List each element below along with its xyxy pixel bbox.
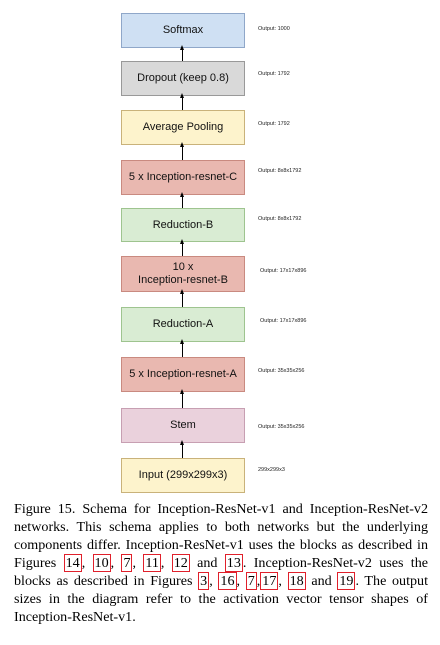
- arrow-reductiona-to-incresb: [180, 289, 184, 307]
- arrow-incresc-to-avgpool: [180, 142, 184, 160]
- average-pooling-label: Average Pooling: [142, 121, 224, 133]
- figure-ref-link[interactable]: 7: [245, 572, 257, 590]
- figure-ref-link[interactable]: 10: [92, 554, 111, 572]
- network-schema-diagram: Softmax Output: 1000 Dropout (keep 0.8) …: [121, 13, 307, 493]
- figure-ref-link[interactable]: 3: [198, 572, 210, 590]
- figure-ref-link[interactable]: 11: [143, 554, 161, 572]
- caption-suffix: The output sizes in the diagram refer to…: [14, 573, 429, 625]
- softmax-block: Softmax: [121, 13, 245, 48]
- reduction-a-output-label: Output: 17x17x896: [260, 318, 307, 324]
- stem-output-label: Output: 35x35x256: [258, 424, 305, 430]
- caption-mid: Inception-ResNet-v2 uses the blocks as d…: [14, 555, 428, 589]
- dropout-block: Dropout (keep 0.8): [121, 61, 245, 96]
- arrow-reductionb-to-incresc: [180, 192, 184, 208]
- dropout-label: Dropout (keep 0.8): [137, 72, 229, 84]
- reduction-b-output-label: Output: 8x8x1792: [258, 216, 302, 222]
- arrow-dropout-to-softmax: [180, 45, 184, 61]
- inception-resnet-c-block: 5 x Inception-resnet-C: [121, 160, 245, 195]
- figure-ref-link[interactable]: 14: [63, 554, 82, 572]
- average-pooling-block: Average Pooling: [121, 110, 245, 145]
- input-output-label: 299x299x3: [258, 467, 285, 473]
- inception-resnet-a-label: 5 x Inception-resnet-A: [129, 368, 237, 380]
- input-label: Input (299x299x3): [138, 469, 228, 481]
- figure-ref-link[interactable]: 7: [121, 554, 133, 572]
- figure-ref-link[interactable]: 16: [218, 572, 237, 590]
- inception-resnet-a-output-label: Output: 35x35x256: [258, 368, 305, 374]
- figure-ref-link[interactable]: 19: [337, 572, 356, 590]
- inception-resnet-b-output-label: Output: 17x17x896: [260, 268, 307, 274]
- stem-block: Stem: [121, 408, 245, 443]
- arrow-stem-to-incresa: [180, 389, 184, 408]
- arrow-input-to-stem: [180, 440, 184, 458]
- arrow-incresa-to-reductiona: [180, 339, 184, 357]
- input-block: Input (299x299x3): [121, 458, 245, 493]
- softmax-output-label: Output: 1000: [258, 26, 290, 32]
- stem-label: Stem: [170, 419, 196, 431]
- arrow-avgpool-to-dropout: [180, 93, 184, 110]
- inception-resnet-b-label-line2: Inception-resnet-B: [138, 274, 228, 286]
- reduction-b-block: Reduction-B: [121, 208, 245, 242]
- inception-resnet-a-block: 5 x Inception-resnet-A: [121, 357, 245, 392]
- arrow-incresb-to-reductionb: [180, 239, 184, 256]
- inception-resnet-b-label-line1: 10 x: [172, 261, 194, 273]
- figure-ref-link[interactable]: 13: [224, 554, 243, 572]
- inception-resnet-c-label: 5 x Inception-resnet-C: [128, 171, 238, 183]
- average-pooling-output-label: Output: 1792: [258, 121, 290, 127]
- figure-ref-link[interactable]: 18: [287, 572, 306, 590]
- dropout-output-label: Output: 1792: [258, 71, 290, 77]
- figure-caption: Figure 15. Schema for Inception-ResNet-v…: [14, 501, 429, 625]
- inception-resnet-b-block: 10 x Inception-resnet-B: [121, 256, 245, 292]
- caption-prefix: Figure 15. Schema for Inception-ResNet-v…: [14, 501, 428, 571]
- inception-resnet-c-output-label: Output: 8x8x1792: [258, 168, 302, 174]
- figure-ref-link[interactable]: 12: [171, 554, 190, 572]
- reduction-b-label: Reduction-B: [152, 218, 214, 231]
- reduction-a-block: Reduction-A: [121, 307, 245, 342]
- reduction-a-label: Reduction-A: [152, 318, 214, 330]
- softmax-label: Softmax: [162, 24, 204, 36]
- figure-ref-link[interactable]: 17: [260, 572, 279, 590]
